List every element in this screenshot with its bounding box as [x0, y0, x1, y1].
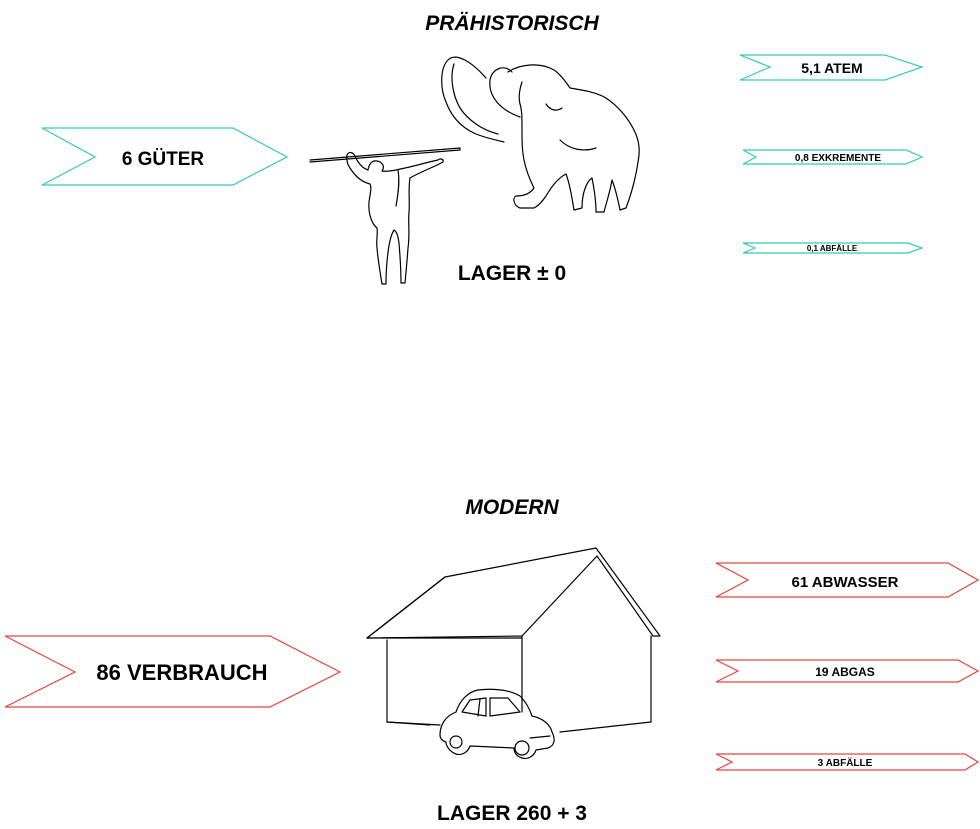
prehistoric-title: PRÄHISTORISCH: [425, 12, 599, 35]
prehistoric-output-label: 0,8 EXKREMENTE: [795, 153, 881, 164]
modern-title: MODERN: [465, 496, 559, 519]
prehistoric-input-label: 6 GÜTER: [122, 149, 205, 170]
modern-input-label: 86 VERBRAUCH: [96, 660, 267, 685]
car-icon: [439, 688, 555, 760]
modern-output-arrow: 61 ABWASSER: [715, 562, 980, 598]
modern-output-arrow: 3 ABFÄLLE: [715, 753, 980, 771]
prehistoric-output-arrow: 5,1 ATEM: [739, 54, 924, 81]
modern-output-arrow: 19 ABGAS: [715, 659, 980, 683]
prehistoric-output-label: 5,1 ATEM: [801, 60, 862, 76]
house-icon: [366, 547, 661, 733]
modern-output-label: 61 ABWASSER: [792, 574, 899, 591]
prehistoric-output-arrow: 0,1 ABFÄLLE: [742, 242, 924, 254]
mammoth-icon: [441, 56, 640, 213]
prehistoric-input-arrow: 6 GÜTER: [41, 127, 289, 186]
prehistoric-output-label: 0,1 ABFÄLLE: [807, 244, 858, 253]
prehistoric-stock: LAGER ± 0: [458, 262, 566, 285]
modern-output-label: 19 ABGAS: [815, 665, 875, 679]
modern-output-label: 3 ABFÄLLE: [818, 756, 873, 769]
modern-input-arrow: 86 VERBRAUCH: [4, 635, 342, 708]
prehistoric-output-arrow: 0,8 EXKREMENTE: [742, 149, 924, 165]
modern-stock: LAGER 260 + 3: [437, 802, 587, 825]
hunter-icon: [309, 147, 461, 285]
